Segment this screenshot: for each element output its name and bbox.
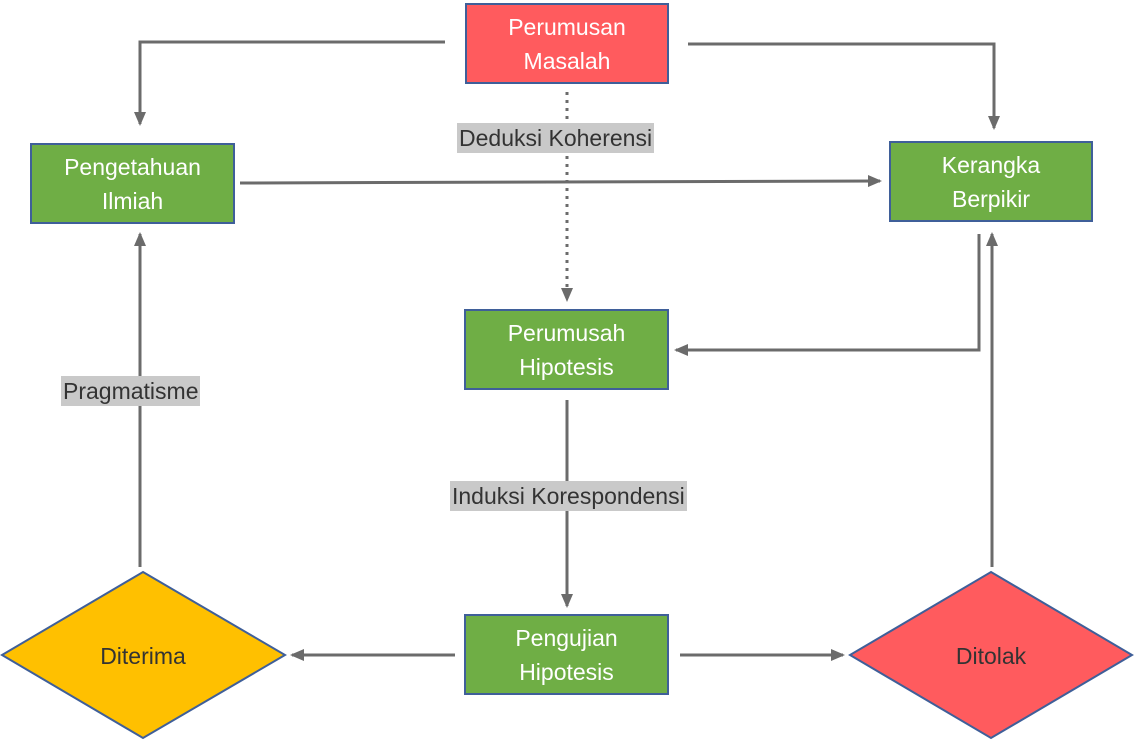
perumusan-masalah-box: Perumusan Masalah — [465, 3, 669, 84]
kerangka-berpikir-box: Kerangka Berpikir — [889, 141, 1093, 222]
arrow-pengetahuan-to-kerangka — [239, 175, 882, 188]
diterima-diamond — [0, 570, 287, 740]
arrow-kerangka-to-hipotesis — [674, 234, 981, 356]
perumusan-hipotesis-box: Perumusah Hipotesis — [464, 309, 669, 390]
ditolak-diamond — [848, 570, 1134, 740]
diterima-label: Diterima — [100, 643, 186, 669]
pengujian-hipotesis-box: Pengujian Hipotesis — [464, 614, 669, 695]
arrow-masalah-to-kerangka — [688, 42, 1000, 130]
induksi-korespondensi-label: Induksi Korespondensi — [450, 481, 687, 511]
pragmatisme-label: Pragmatisme — [61, 376, 201, 406]
pengetahuan-ilmiah-box: Pengetahuan Ilmiah — [30, 143, 235, 224]
arrow-masalah-to-pengetahuan — [134, 40, 445, 126]
ditolak-label: Ditolak — [955, 643, 1027, 669]
deduksi-koherensi-label: Deduksi Koherensi — [457, 123, 655, 153]
